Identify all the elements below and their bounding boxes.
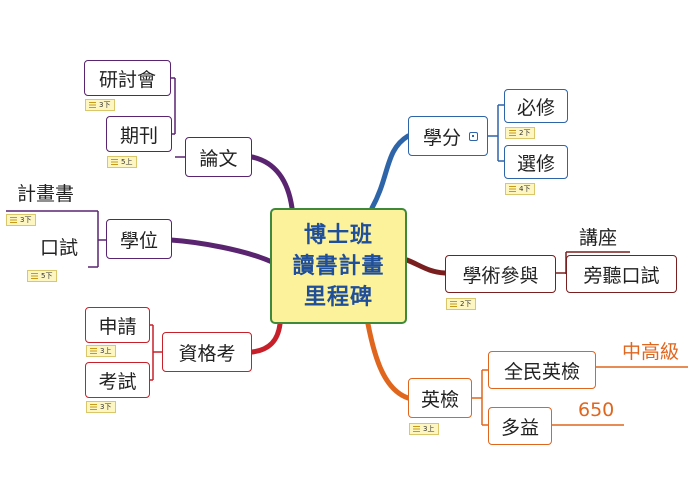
topic-jihuashu[interactable]: 計畫書 <box>17 183 75 205</box>
central-topic-line-1: 博士班 <box>303 222 373 248</box>
topic-xuanxiu[interactable]: 選修 <box>504 145 568 179</box>
topic-lunwen-label: 論文 <box>199 147 238 170</box>
branch-curve-yingjian <box>365 321 411 401</box>
tag-jihuashu: 3下 <box>6 214 36 226</box>
collapse-icon[interactable] <box>469 132 478 141</box>
branch-curve-xuefen <box>369 133 411 211</box>
tag-xuanxiu: 4下 <box>505 183 535 195</box>
tag-yingjian: 3上 <box>409 423 439 435</box>
branch-curve-lunwen <box>249 154 295 211</box>
branch-curve-zige <box>249 321 283 355</box>
topic-zige[interactable]: 資格考 <box>162 332 252 372</box>
branch-curve-xuewei <box>168 237 275 265</box>
topic-shenqing-label: 申請 <box>98 315 137 338</box>
topic-kaoshi-label: 考試 <box>98 370 137 393</box>
topic-duoyi[interactable]: 多益 <box>488 407 552 445</box>
topic-shenqing[interactable]: 申請 <box>85 307 150 343</box>
topic-kaoshi[interactable]: 考試 <box>85 362 150 398</box>
topic-bixiu[interactable]: 必修 <box>504 89 568 123</box>
topic-xuewei-label: 學位 <box>119 229 158 252</box>
tag-kaoshi: 3下 <box>86 401 116 413</box>
tag-yantaohui: 3下 <box>85 99 115 111</box>
tag-shenqing: 3上 <box>86 345 116 357</box>
central-topic-line-2: 讀書計畫 <box>292 253 385 279</box>
topic-xueshu-label: 學術參與 <box>462 264 539 287</box>
sub-connector-lunwen <box>171 77 185 158</box>
topic-xueshu[interactable]: 學術參與 <box>445 255 556 293</box>
topic-yingjian[interactable]: 英檢 <box>408 378 472 418</box>
central-topic-line-3: 里程碑 <box>303 284 373 310</box>
tag-qikan: 5上 <box>107 156 137 168</box>
topic-pangting-label: 旁聽口試 <box>583 264 660 287</box>
topic-yantaohui[interactable]: 研討會 <box>84 60 171 96</box>
topic-xuefen[interactable]: 學分 <box>408 116 488 156</box>
sub-connector-xuefen <box>488 104 504 162</box>
topic-koushi[interactable]: 口試 <box>40 237 79 259</box>
tag-bixiu: 2下 <box>505 127 535 139</box>
topic-yingjian-label: 英檢 <box>420 388 459 411</box>
topic-qikan-label: 期刊 <box>119 124 158 147</box>
sub-connector-zige <box>150 324 162 381</box>
topic-xuewei[interactable]: 學位 <box>106 219 172 259</box>
sub-connector-xuewei <box>6 210 106 268</box>
topic-qikan[interactable]: 期刊 <box>106 116 172 152</box>
topic-xuefen-label: 學分 <box>423 126 462 149</box>
topic-duoyi-label: 多益 <box>500 416 539 439</box>
topic-pangting[interactable]: 旁聽口試 <box>566 255 677 293</box>
topic-zige-label: 資格考 <box>178 342 236 365</box>
central-topic[interactable]: 博士班 讀書計畫 里程碑 <box>270 208 407 324</box>
value-quanmin[interactable]: 中高級 <box>622 341 680 363</box>
topic-quanmin-label: 全民英檢 <box>503 360 580 383</box>
topic-quanmin[interactable]: 全民英檢 <box>488 351 596 389</box>
topic-bixiu-label: 必修 <box>516 96 555 119</box>
topic-xuanxiu-label: 選修 <box>516 152 555 175</box>
tag-xueshu: 2下 <box>446 298 476 310</box>
topic-yantaohui-label: 研討會 <box>98 68 156 91</box>
topic-jiangzuo[interactable]: 講座 <box>579 227 618 249</box>
branch-curve-xueshu <box>404 257 448 276</box>
value-duoyi[interactable]: 650 <box>578 399 615 421</box>
sub-connector-yingjian <box>472 369 488 426</box>
topic-lunwen[interactable]: 論文 <box>185 137 252 177</box>
tag-koushi: 5下 <box>27 270 57 282</box>
